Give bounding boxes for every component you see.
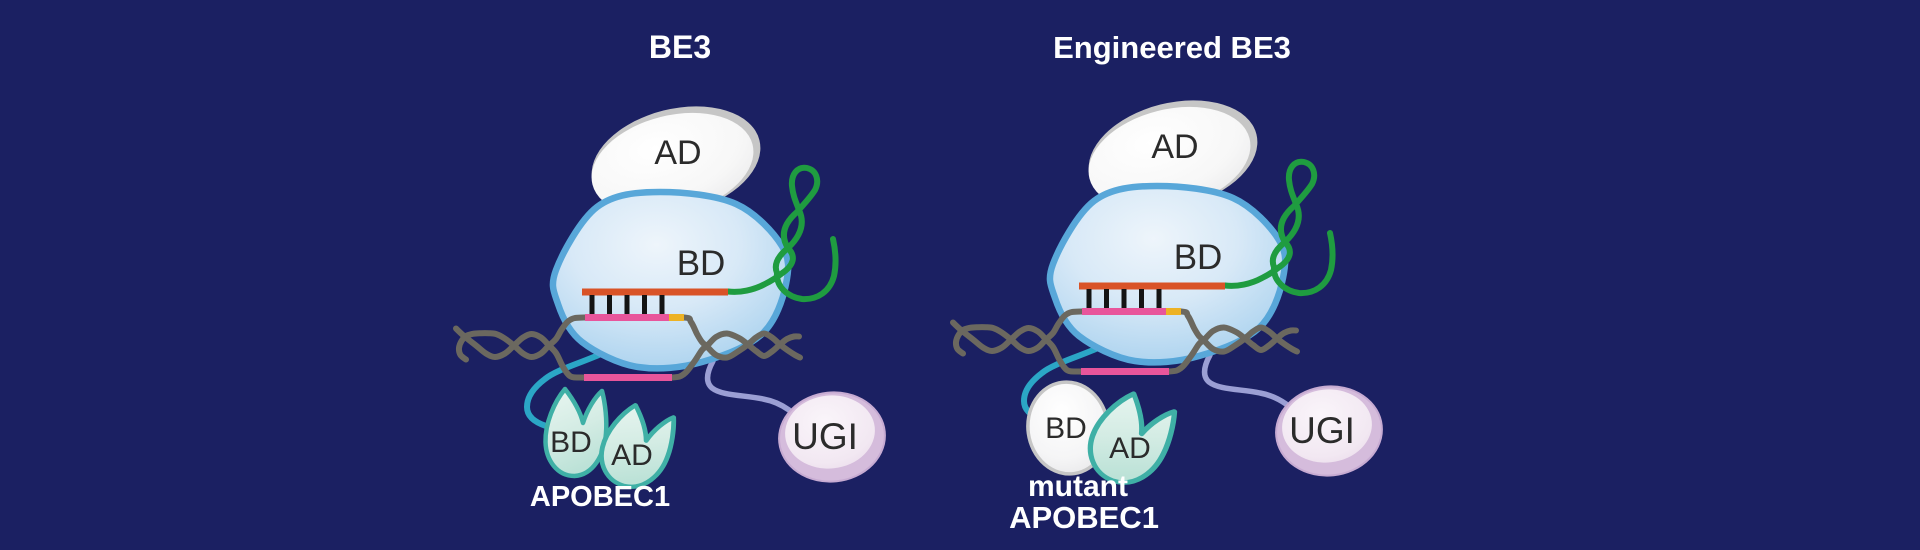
svg-text:APOBEC1: APOBEC1 [1009,500,1159,535]
svg-text:BE3: BE3 [649,29,711,65]
svg-text:AD: AD [611,439,653,472]
svg-text:Engineered BE3: Engineered BE3 [1053,30,1291,65]
svg-text:APOBEC1: APOBEC1 [530,481,670,513]
svg-text:AD: AD [1109,432,1151,465]
svg-text:BD: BD [1045,412,1087,445]
svg-text:mutant: mutant [1028,470,1128,503]
svg-text:BD: BD [550,426,592,459]
